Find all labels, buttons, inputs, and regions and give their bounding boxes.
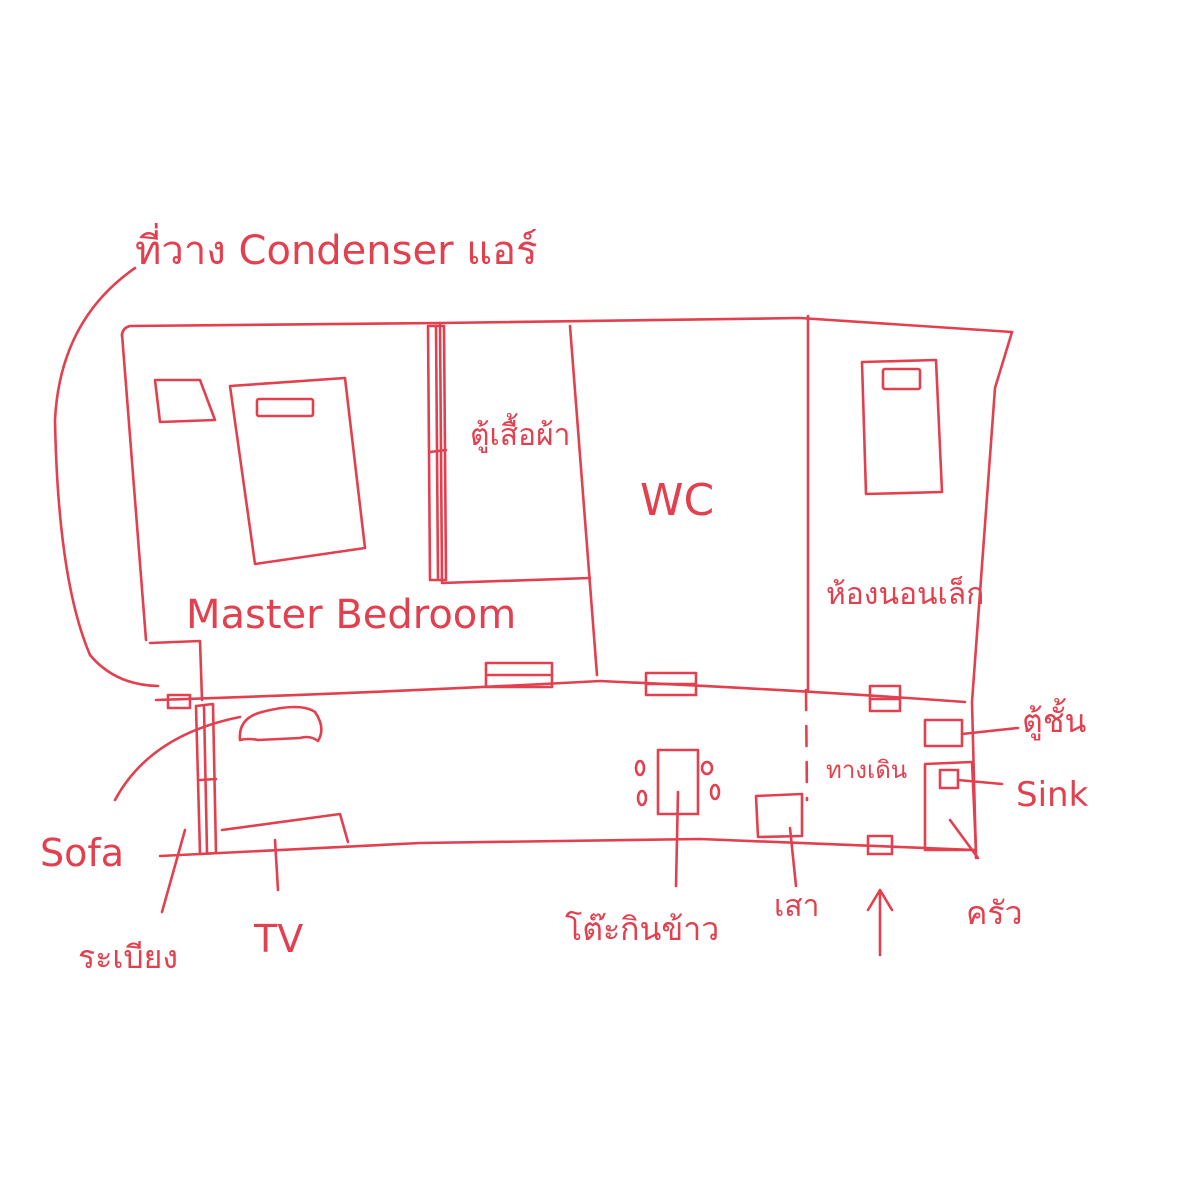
shelf-box bbox=[923, 718, 964, 748]
wc-wall-left bbox=[568, 324, 599, 677]
door-master-bedroom bbox=[484, 661, 554, 689]
label-balcony: ระเบียง bbox=[78, 938, 178, 976]
outer-walls bbox=[120, 316, 1014, 860]
nightstand bbox=[153, 378, 217, 424]
wardrobe-wall bbox=[438, 321, 592, 585]
label-tv: TV bbox=[253, 917, 303, 961]
wardrobe-panel-tick bbox=[428, 448, 448, 454]
sofa-shape bbox=[238, 705, 323, 743]
label-condenser: ที่วาง Condenser แอร์ bbox=[135, 223, 538, 274]
leader-lines bbox=[53, 266, 1020, 957]
dining-chair-4 bbox=[709, 783, 721, 801]
doors bbox=[166, 661, 902, 856]
kitchen-leader bbox=[948, 818, 980, 860]
label-small-bedroom: ห้องนอนเล็ก bbox=[826, 575, 984, 612]
label-dining-table: โต๊ะกินข้าว bbox=[565, 910, 719, 948]
pillar-leader bbox=[788, 826, 798, 888]
label-wc: WC bbox=[640, 475, 714, 526]
entrance-arrow-icon bbox=[866, 888, 894, 957]
label-pillar: เสา bbox=[774, 889, 819, 924]
small-bedroom-furniture bbox=[860, 358, 944, 496]
shelf-leader bbox=[960, 726, 1020, 736]
main-entrance-door bbox=[866, 834, 894, 856]
label-shelf: ตู้ชั้น bbox=[1022, 698, 1087, 741]
top-wall bbox=[120, 316, 1014, 338]
tv-cabinet bbox=[220, 812, 350, 844]
sink-leader bbox=[956, 778, 1004, 786]
condenser-leader bbox=[53, 266, 160, 688]
label-sofa: Sofa bbox=[40, 831, 124, 875]
single-bed-pillow bbox=[881, 367, 922, 391]
label-wardrobe: ตู้เสื้อผ้า bbox=[470, 413, 571, 453]
sliding-door-tick bbox=[198, 777, 218, 782]
dining-table-leader bbox=[674, 790, 680, 888]
bottom-wall bbox=[158, 837, 977, 858]
double-bed bbox=[228, 376, 367, 566]
label-master-bedroom: Master Bedroom bbox=[186, 592, 516, 638]
wardrobe-panel bbox=[426, 324, 448, 582]
corridor-partition-dashed bbox=[804, 688, 809, 802]
sink-box bbox=[938, 768, 960, 790]
door-left-small bbox=[166, 693, 192, 710]
left-wall-upper bbox=[120, 332, 148, 642]
living-furniture bbox=[148, 639, 978, 856]
tv-leader bbox=[273, 838, 280, 892]
labels: ที่วาง Condenser แอร์ ตู้เสื้อผ้า WC ห้อ… bbox=[40, 223, 1089, 976]
corridor-wall bbox=[154, 679, 967, 704]
pillar-box bbox=[754, 792, 804, 839]
balcony-leader bbox=[160, 828, 187, 914]
sofa-leader bbox=[113, 715, 242, 802]
door-wc bbox=[644, 671, 698, 697]
dining-chair-2 bbox=[636, 789, 648, 807]
dining-chair-1 bbox=[634, 759, 646, 777]
label-sink: Sink bbox=[1016, 775, 1089, 815]
dining-chair-3 bbox=[700, 760, 714, 776]
master-bedroom-furniture bbox=[153, 376, 367, 566]
partitions bbox=[154, 314, 967, 802]
balcony-box bbox=[148, 639, 204, 702]
sliding-door-outer bbox=[194, 702, 218, 856]
kitchen-counter bbox=[923, 760, 978, 852]
label-kitchen: ครัว bbox=[966, 894, 1023, 932]
bed-pillow bbox=[255, 397, 315, 418]
label-walkway: ทางเดิน bbox=[826, 756, 907, 784]
single-bed bbox=[860, 358, 944, 496]
